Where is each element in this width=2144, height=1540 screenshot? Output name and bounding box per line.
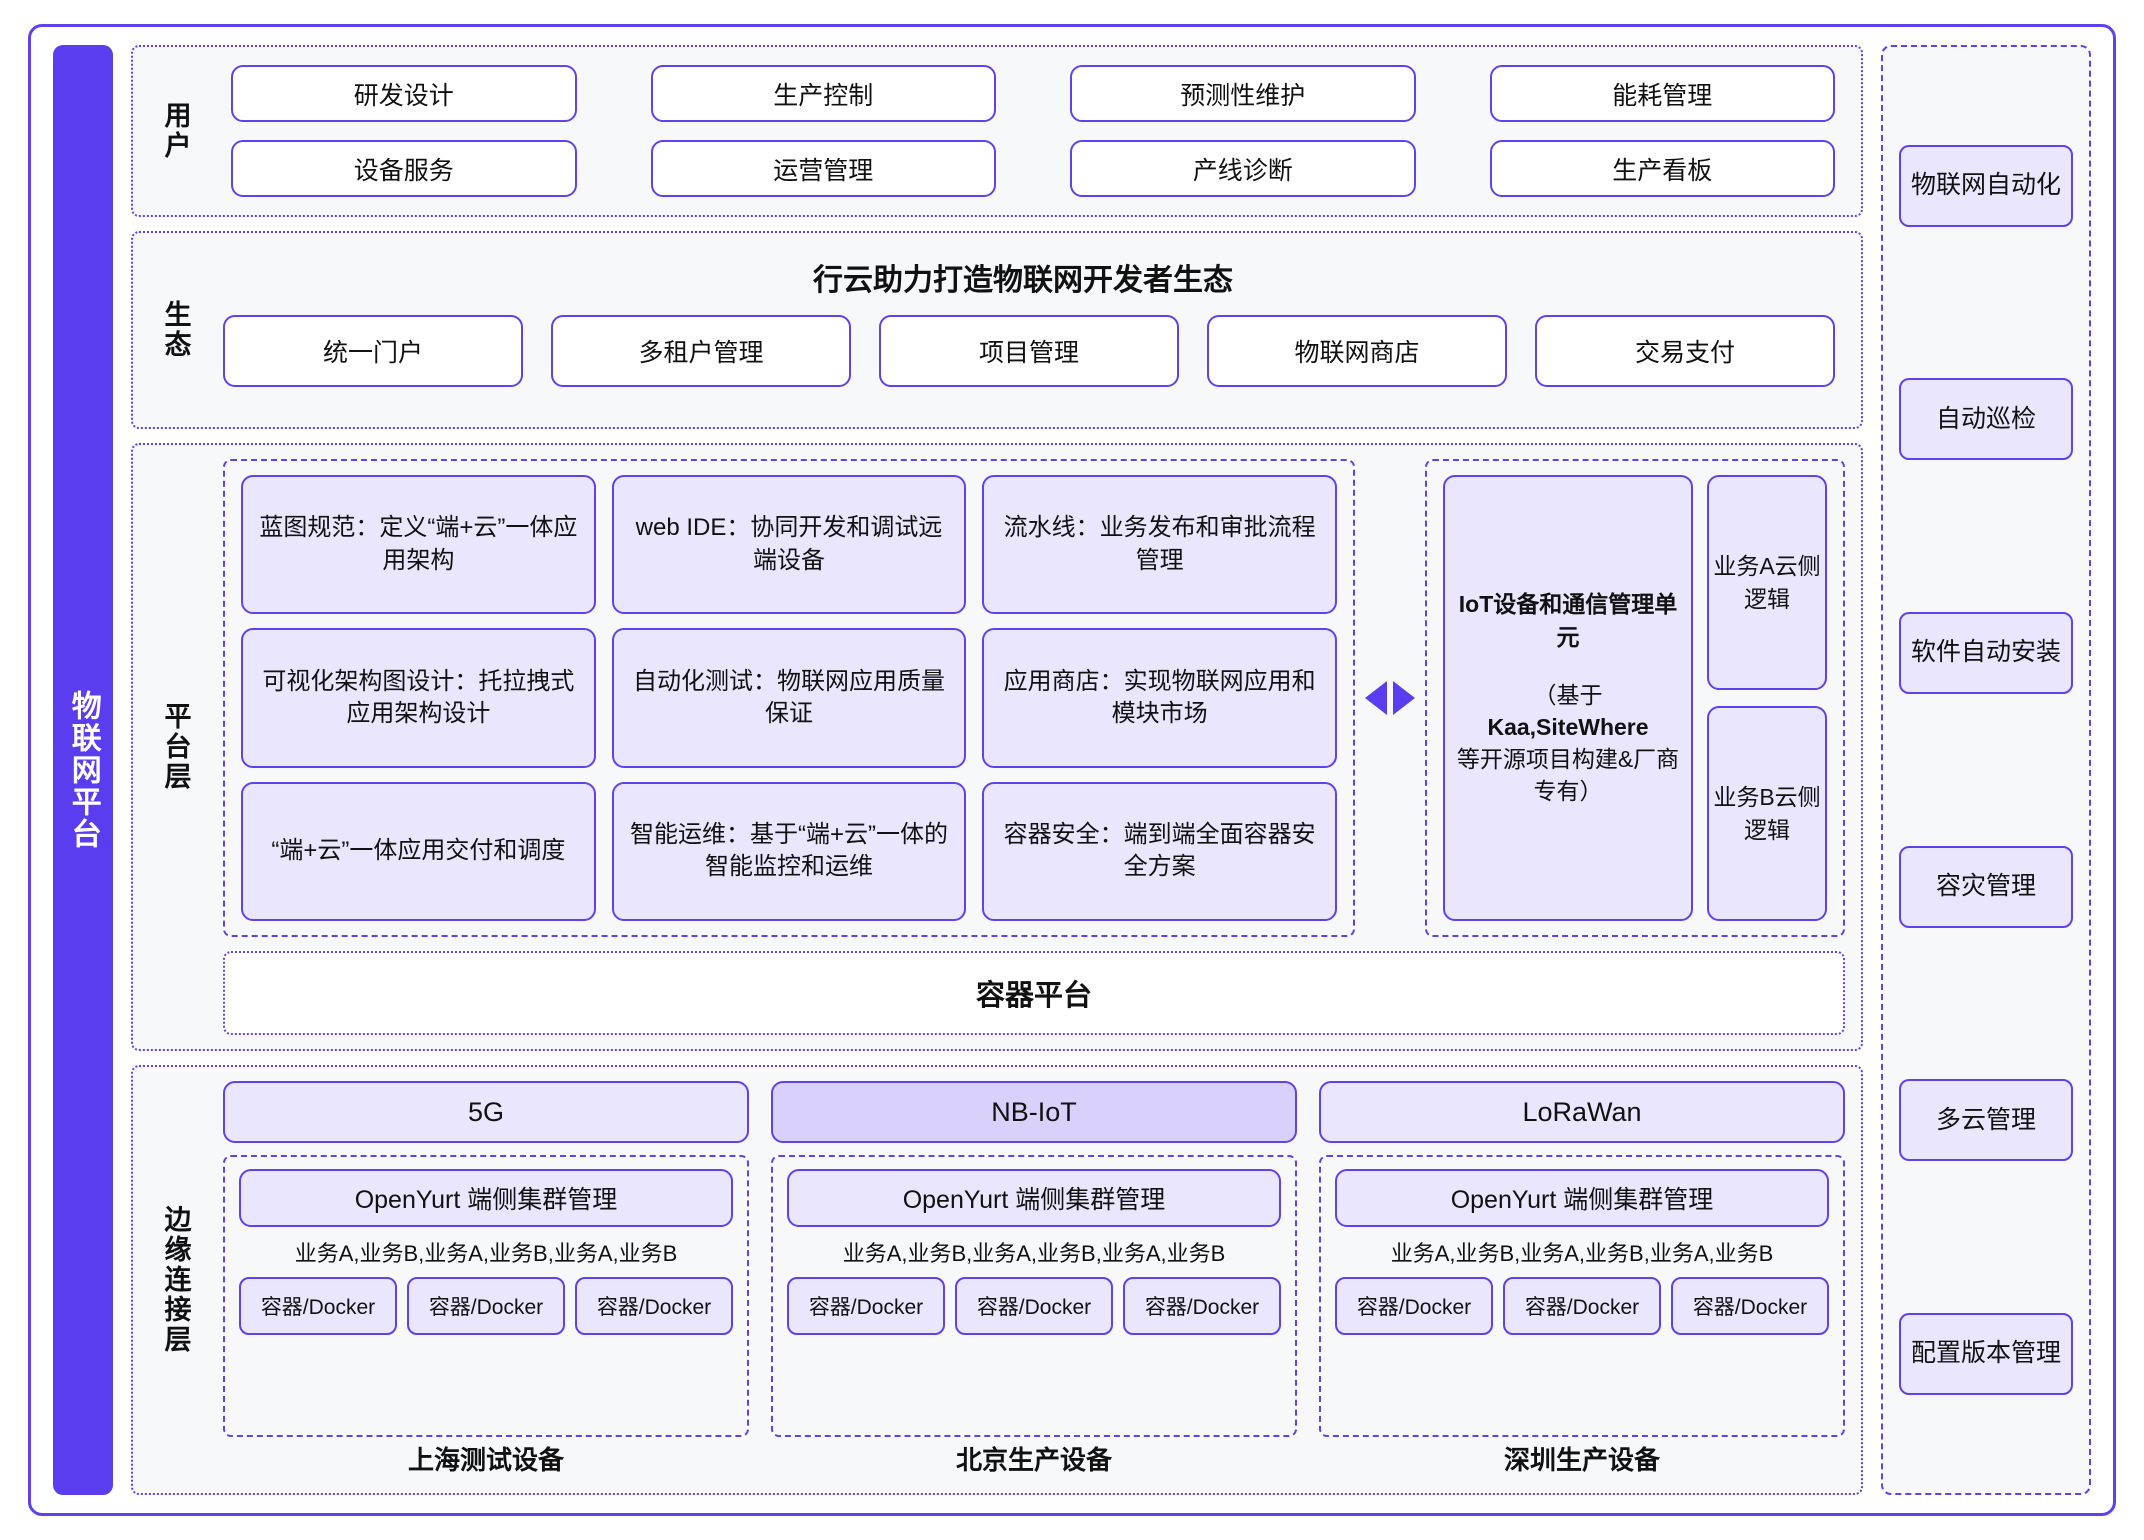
band-user: 用户 研发设计 生产控制 预测性维护 能耗管理 设备服务 运营管理 产线诊断 生… <box>131 45 1863 217</box>
platform-card[interactable]: web IDE：协同开发和调试远端设备 <box>611 475 967 615</box>
user-item[interactable]: 运营管理 <box>650 140 996 197</box>
user-item[interactable]: 设备服务 <box>231 140 577 197</box>
band-platform-layer: 平台层 蓝图规范：定义“端+云”一体应用架构 web IDE：协同开发和调试远端… <box>131 443 1863 1051</box>
docker-box[interactable]: 容器/Docker <box>1503 1277 1661 1335</box>
ecosystem-item[interactable]: 项目管理 <box>879 315 1179 387</box>
platform-card[interactable]: 应用商店：实现物联网应用和模块市场 <box>982 628 1337 768</box>
user-item[interactable]: 研发设计 <box>231 65 577 122</box>
edge-site-caption: 深圳生产设备 <box>1503 1444 1660 1475</box>
user-item[interactable]: 生产控制 <box>650 65 996 122</box>
bidirectional-connector <box>1355 459 1425 937</box>
iot-device-comm-unit[interactable]: IoT设备和通信管理单元 （基于 Kaa,SiteWhere 等开源项目构建&厂… <box>1443 475 1693 921</box>
ops-item-auto-inspection[interactable]: 自动巡检 <box>1899 378 2073 461</box>
docker-box[interactable]: 容器/Docker <box>1671 1277 1829 1335</box>
band-body-ecosystem: 行云助力打造物联网开发者生态 统一门户 多租户管理 项目管理 物联网商店 交易支… <box>201 247 1845 413</box>
docker-row: 容器/Docker 容器/Docker 容器/Docker <box>239 1277 733 1335</box>
arrow-right-icon <box>1393 681 1415 715</box>
band-label-ecosystem: 生态 <box>160 300 191 360</box>
docker-row: 容器/Docker 容器/Docker 容器/Docker <box>787 1277 1281 1335</box>
iot-unit-title: IoT设备和通信管理单元 <box>1458 591 1678 650</box>
edge-site-inner: OpenYurt 端侧集群管理 业务A,业务B,业务A,业务B,业务A,业务B … <box>771 1155 1297 1437</box>
ops-item-iot-automation[interactable]: 物联网自动化 <box>1899 144 2073 227</box>
ecosystem-item[interactable]: 交易支付 <box>1535 315 1835 387</box>
user-item[interactable]: 产线诊断 <box>1070 140 1416 197</box>
ops-item-config-version-management[interactable]: 配置版本管理 <box>1899 1313 2073 1396</box>
ecosystem-items-row: 统一门户 多租户管理 项目管理 物联网商店 交易支付 <box>201 315 1845 387</box>
edge-site-caption: 北京生产设备 <box>955 1444 1112 1475</box>
band-label-edge-connection-layer: 边缘连接层 <box>160 1205 191 1355</box>
docker-box[interactable]: 容器/Docker <box>1123 1277 1281 1335</box>
iot-unit-note-prefix: （基于 <box>1533 681 1603 708</box>
network-protocol-row: 5G NB-IoT LoRaWan <box>223 1081 1845 1143</box>
band-body-user: 研发设计 生产控制 预测性维护 能耗管理 设备服务 运营管理 产线诊断 生产看板 <box>201 61 1845 201</box>
container-platform-bar[interactable]: 容器平台 <box>223 951 1845 1035</box>
iot-unit-note-bold: Kaa,SiteWhere <box>1487 714 1649 740</box>
architecture-outer-frame: 物联网平台 用户 研发设计 生产控制 预测性维护 能耗管理 设备服务 运营管理 … <box>28 24 2116 1516</box>
platform-card[interactable]: “端+云”一体应用交付和调度 <box>241 781 596 921</box>
docker-box[interactable]: 容器/Docker <box>1335 1277 1493 1335</box>
ops-item-disaster-recovery[interactable]: 容灾管理 <box>1899 845 2073 928</box>
edge-site-row: OpenYurt 端侧集群管理 业务A,业务B,业务A,业务B,业务A,业务B … <box>223 1155 1845 1479</box>
network-protocol-nbiot[interactable]: NB-IoT <box>771 1081 1297 1143</box>
platform-card[interactable]: 容器安全：端到端全面容器安全方案 <box>982 781 1337 921</box>
edge-site-inner: OpenYurt 端侧集群管理 业务A,业务B,业务A,业务B,业务A,业务B … <box>1319 1155 1845 1437</box>
iot-unit-note-suffix: 等开源项目构建&厂商专有） <box>1456 746 1680 805</box>
center-column: 用户 研发设计 生产控制 预测性维护 能耗管理 设备服务 运营管理 产线诊断 生… <box>131 45 1863 1495</box>
band-edge-connection-layer: 边缘连接层 5G NB-IoT LoRaWan OpenYurt 端侧集群管理 <box>131 1065 1863 1495</box>
edge-site-business-line: 业务A,业务B,业务A,业务B,业务A,业务B <box>294 1241 678 1266</box>
user-item[interactable]: 生产看板 <box>1489 140 1835 197</box>
band-label-user: 用户 <box>160 101 191 161</box>
band-label-platform-layer: 平台层 <box>160 702 191 792</box>
network-protocol-5g[interactable]: 5G <box>223 1081 749 1143</box>
cloud-side-logic-box[interactable]: 业务B云侧逻辑 <box>1707 706 1827 921</box>
edge-site-inner: OpenYurt 端侧集群管理 业务A,业务B,业务A,业务B,业务A,业务B … <box>223 1155 749 1437</box>
edge-site-business-line: 业务A,业务B,业务A,业务B,业务A,业务B <box>1390 1241 1774 1266</box>
ops-item-multicloud-management[interactable]: 多云管理 <box>1899 1079 2073 1162</box>
openyurt-cluster-pill[interactable]: OpenYurt 端侧集群管理 <box>239 1169 733 1227</box>
platform-card[interactable]: 可视化架构图设计：托拉拽式应用架构设计 <box>241 628 596 768</box>
right-ops-column: 物联网自动化 自动巡检 软件自动安装 容灾管理 多云管理 配置版本管理 <box>1881 45 2091 1495</box>
ecosystem-title: 行云助力打造物联网开发者生态 <box>813 264 1233 297</box>
edge-site: OpenYurt 端侧集群管理 业务A,业务B,业务A,业务B,业务A,业务B … <box>1319 1155 1845 1479</box>
docker-row: 容器/Docker 容器/Docker 容器/Docker <box>1335 1277 1829 1335</box>
edge-site-business-line: 业务A,业务B,业务A,业务B,业务A,业务B <box>842 1241 1226 1266</box>
docker-box[interactable]: 容器/Docker <box>407 1277 565 1335</box>
arrow-left-icon <box>1365 681 1387 715</box>
docker-box[interactable]: 容器/Docker <box>787 1277 945 1335</box>
openyurt-cluster-pill[interactable]: OpenYurt 端侧集群管理 <box>1335 1169 1829 1227</box>
band-body-platform-layer: 蓝图规范：定义“端+云”一体应用架构 web IDE：协同开发和调试远端设备 流… <box>201 459 1845 1035</box>
user-items-grid: 研发设计 生产控制 预测性维护 能耗管理 设备服务 运营管理 产线诊断 生产看板 <box>201 61 1845 201</box>
ecosystem-item[interactable]: 多租户管理 <box>551 315 851 387</box>
network-protocol-lorawan[interactable]: LoRaWan <box>1319 1081 1845 1143</box>
cloud-side-logic-box[interactable]: 业务A云侧逻辑 <box>1707 475 1827 690</box>
ops-item-software-auto-install[interactable]: 软件自动安装 <box>1899 612 2073 695</box>
user-item[interactable]: 能耗管理 <box>1489 65 1835 122</box>
openyurt-cluster-pill[interactable]: OpenYurt 端侧集群管理 <box>787 1169 1281 1227</box>
docker-box[interactable]: 容器/Docker <box>955 1277 1113 1335</box>
band-ecosystem: 生态 行云助力打造物联网开发者生态 统一门户 多租户管理 项目管理 物联网商店 … <box>131 231 1863 429</box>
cloud-side-logic-column: 业务A云侧逻辑 业务B云侧逻辑 <box>1707 475 1827 921</box>
docker-box[interactable]: 容器/Docker <box>575 1277 733 1335</box>
platform-card[interactable]: 蓝图规范：定义“端+云”一体应用架构 <box>241 475 596 615</box>
platform-card[interactable]: 自动化测试：物联网应用质量保证 <box>611 628 967 768</box>
platform-capability-grid: 蓝图规范：定义“端+云”一体应用架构 web IDE：协同开发和调试远端设备 流… <box>223 459 1355 937</box>
edge-site: OpenYurt 端侧集群管理 业务A,业务B,业务A,业务B,业务A,业务B … <box>223 1155 749 1479</box>
docker-box[interactable]: 容器/Docker <box>239 1277 397 1335</box>
left-vertical-tab-iot-platform: 物联网平台 <box>53 45 113 1495</box>
edge-site: OpenYurt 端侧集群管理 业务A,业务B,业务A,业务B,业务A,业务B … <box>771 1155 1297 1479</box>
ecosystem-item[interactable]: 统一门户 <box>223 315 523 387</box>
user-item[interactable]: 预测性维护 <box>1070 65 1416 122</box>
ecosystem-item[interactable]: 物联网商店 <box>1207 315 1507 387</box>
band-body-edge-connection-layer: 5G NB-IoT LoRaWan OpenYurt 端侧集群管理 业务A,业务… <box>201 1081 1845 1479</box>
platform-card[interactable]: 流水线：业务发布和审批流程管理 <box>982 475 1337 615</box>
edge-site-caption: 上海测试设备 <box>407 1444 564 1475</box>
iot-management-group: IoT设备和通信管理单元 （基于 Kaa,SiteWhere 等开源项目构建&厂… <box>1425 459 1845 937</box>
iot-unit-note: （基于 Kaa,SiteWhere 等开源项目构建&厂商专有） <box>1455 679 1681 808</box>
platform-card[interactable]: 智能运维：基于“端+云”一体的智能监控和运维 <box>611 781 967 921</box>
